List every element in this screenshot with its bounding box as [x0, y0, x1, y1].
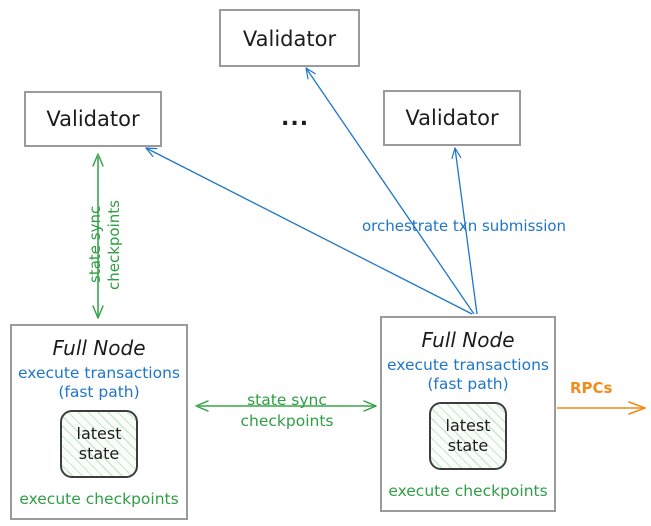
fullnode-left-fast-path: (fast path) — [58, 383, 140, 401]
validator-box-right[interactable]: Validator — [383, 90, 521, 146]
validator-top-label: Validator — [242, 27, 337, 51]
fullnode-left-execute-transactions: execute transactions — [17, 364, 181, 382]
fullnode-right-execute-transactions: execute transactions — [386, 356, 550, 374]
fullnode-box-left[interactable]: Full Node execute transactions (fast pat… — [10, 324, 188, 520]
validator-left-label: Validator — [46, 107, 140, 131]
fullnode-right-state-line-1: latest — [445, 416, 491, 435]
edge-label-state-sync-vertical-line2: checkpoints — [105, 200, 123, 290]
edge-fullnode-right-to-validator-top — [305, 67, 475, 315]
fullnode-box-right[interactable]: Full Node execute transactions (fast pat… — [380, 316, 556, 512]
fullnode-right-fast-path: (fast path) — [427, 375, 509, 393]
fullnode-left-execute-checkpoints: execute checkpoints — [19, 490, 179, 508]
fullnode-right-state-line-2: state — [447, 436, 489, 455]
validator-right-label: Validator — [405, 106, 499, 130]
fullnode-right-execute-checkpoints: execute checkpoints — [388, 482, 548, 500]
edge-fullnode-right-to-validator-left — [145, 147, 473, 315]
validator-box-left[interactable]: Validator — [24, 91, 162, 147]
edge-label-rpcs: RPCs — [570, 379, 613, 397]
edge-fullnode-right-to-validator-right — [451, 147, 478, 315]
fullnode-left-state-line-1: latest — [76, 424, 122, 443]
validator-ellipsis: ... — [281, 106, 310, 131]
fullnode-left-latest-state-box[interactable]: latest state — [60, 410, 138, 478]
validator-box-top[interactable]: Validator — [219, 9, 360, 67]
fullnode-left-title: Full Node — [52, 336, 146, 360]
fullnode-left-state-line-2: state — [78, 444, 120, 463]
fullnode-right-title: Full Node — [421, 328, 515, 352]
edge-label-state-sync-horizontal-line1: state sync — [247, 391, 327, 409]
edge-label-state-sync-horizontal-line2: checkpoints — [240, 412, 334, 430]
edge-label-orchestrate-txn-submission: orchestrate txn submission — [362, 217, 567, 235]
fullnode-right-latest-state-box[interactable]: latest state — [429, 402, 507, 470]
edge-label-state-sync-vertical-line1: state sync — [86, 205, 104, 283]
